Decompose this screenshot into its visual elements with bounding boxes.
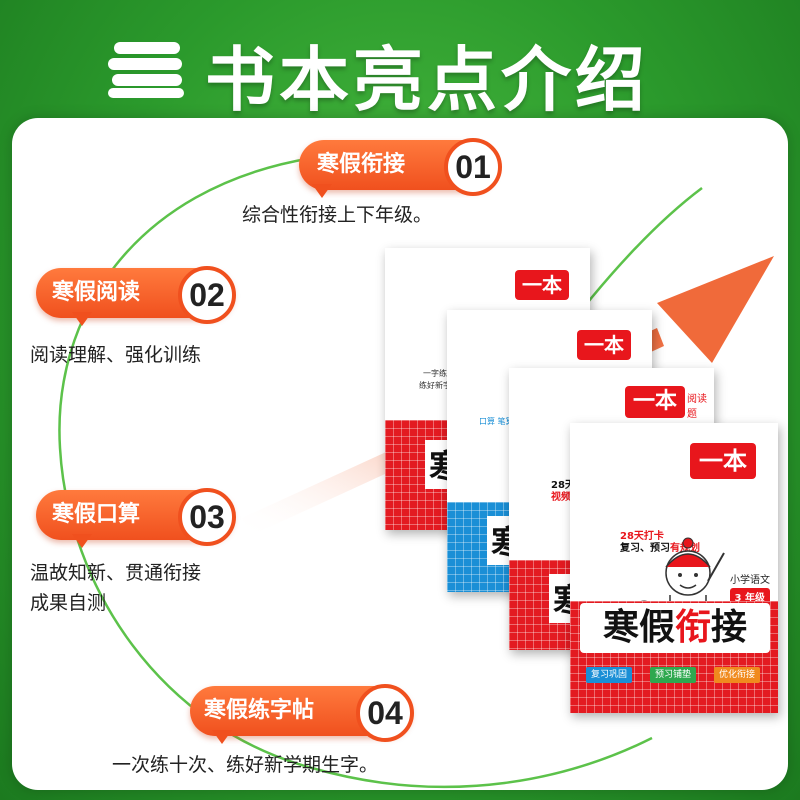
- stacked-books-icon: [108, 42, 188, 98]
- kid-illustration-icon: [665, 537, 725, 623]
- header: 书本亮点介绍: [0, 0, 800, 121]
- brand-logo: 一本: [515, 270, 569, 300]
- grade-box: 小学语文 3 年级: [729, 575, 770, 605]
- brand-logo: 一本: [690, 443, 756, 479]
- brand-logo: 一本: [625, 386, 685, 418]
- book-winter-bridge: 一本 28天打卡 复习、预习有规划 小学语文 3 年级 寒假衔接 复习巩固 预习…: [570, 423, 778, 713]
- green-arc: [58, 156, 653, 789]
- brand-logo: 一本: [577, 330, 631, 360]
- content-card: 一本 一字练 练好新字 寒 一本 口算 笔算 四合 寒 一本 阅读题 28天 视…: [12, 118, 788, 790]
- page-title: 书本亮点介绍: [205, 39, 649, 121]
- front-promo: 28天打卡 复习、预习有规划: [620, 531, 700, 554]
- cover-title: 寒假衔接: [580, 603, 770, 653]
